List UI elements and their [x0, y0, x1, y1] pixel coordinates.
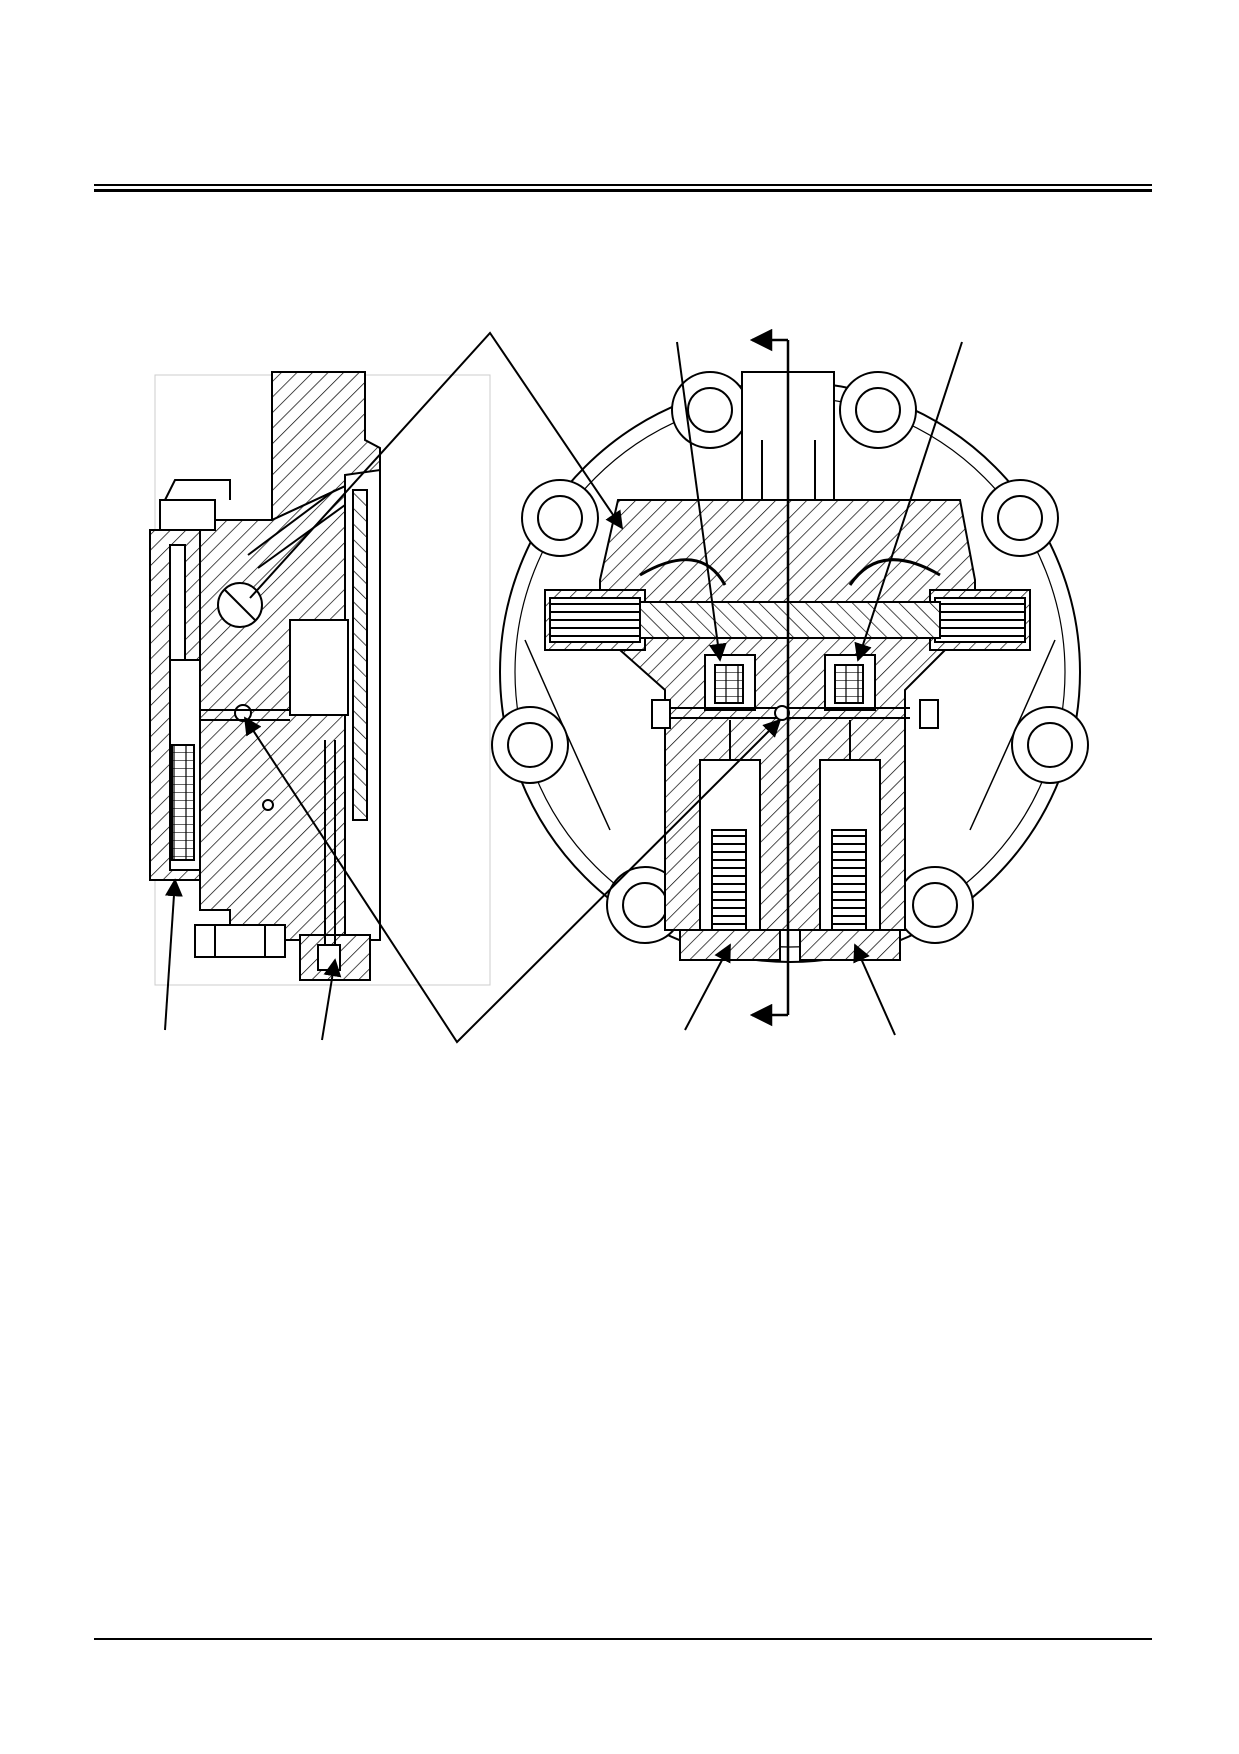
side-section-view	[149, 371, 381, 981]
header-rule-thin	[94, 184, 1152, 186]
section-cut-line	[749, 328, 790, 1027]
leader-check-left	[676, 341, 727, 662]
leader-bottom-port	[321, 958, 342, 1041]
header-rule-thick	[94, 189, 1152, 192]
leader-top-v	[249, 331, 624, 599]
leader-relief-left	[684, 943, 731, 1031]
leader-check-right	[854, 341, 963, 662]
leader-lines	[164, 331, 963, 1044]
front-section-view	[491, 371, 1089, 963]
footer-rule	[94, 1638, 1152, 1640]
leader-relief-right	[853, 943, 896, 1036]
leader-bottom-v	[244, 716, 782, 1044]
leader-bottom-left	[164, 878, 183, 1031]
